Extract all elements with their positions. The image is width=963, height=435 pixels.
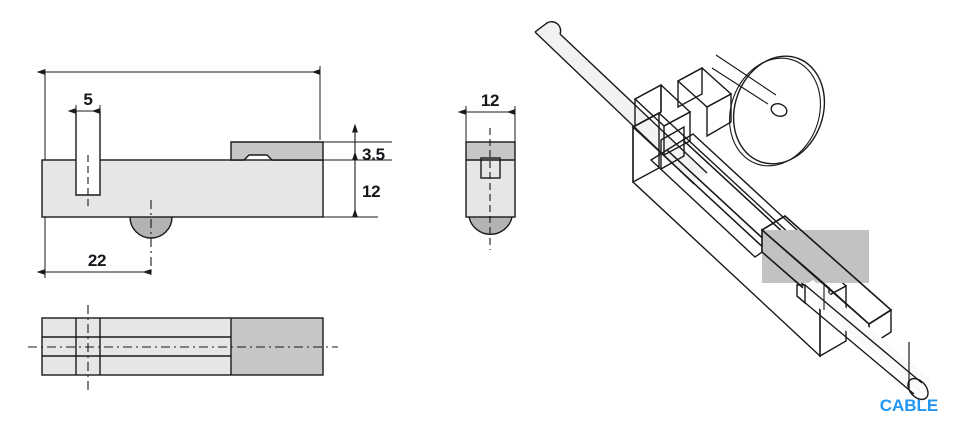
top-cap-outline (230, 141, 324, 161)
iso-disc-rim (729, 57, 821, 167)
iso-rib1-edges (634, 85, 662, 127)
end-bump-outline (468, 216, 513, 236)
top-cap-fill (231, 142, 323, 160)
iso-wire-line-1 (715, 54, 777, 96)
dim-bump-offset-text: 22 (88, 251, 106, 270)
view-end-section: 12 (457, 91, 516, 250)
dim-body-height-text: 12 (362, 182, 380, 201)
iso-rod-edge-upper (559, 33, 708, 174)
iso-rib-notch (660, 125, 685, 171)
view-isometric: CABLE (534, 21, 939, 415)
view-front-elevation: 5 3.5 12 22 (36, 66, 392, 278)
iso-body-right-end-face (819, 284, 847, 358)
dim-end-width-text: 12 (481, 91, 499, 110)
dim-cap-height-text: 3.5 (362, 145, 385, 164)
iso-disc (729, 55, 826, 167)
iso-cable-entry-slot (796, 284, 806, 305)
view-plan (28, 305, 338, 390)
iso-rib1-right-face (663, 110, 691, 157)
iso-cable-end-cap (907, 377, 929, 401)
iso-disc-center-hole (770, 103, 788, 117)
dim-slot-width-text: 5 (83, 90, 92, 109)
iso-cable-edge-lower (796, 295, 915, 395)
iso-disc-face (732, 55, 826, 165)
iso-cap-front-fill (762, 230, 869, 283)
iso-wire-line-2 (711, 67, 769, 105)
iso-rod-cap (534, 21, 562, 35)
cable-callout-label: CABLE (880, 396, 939, 415)
end-bump-fill (469, 217, 512, 235)
iso-rib2-right-face (706, 92, 732, 138)
body-block-outline (41, 159, 324, 218)
